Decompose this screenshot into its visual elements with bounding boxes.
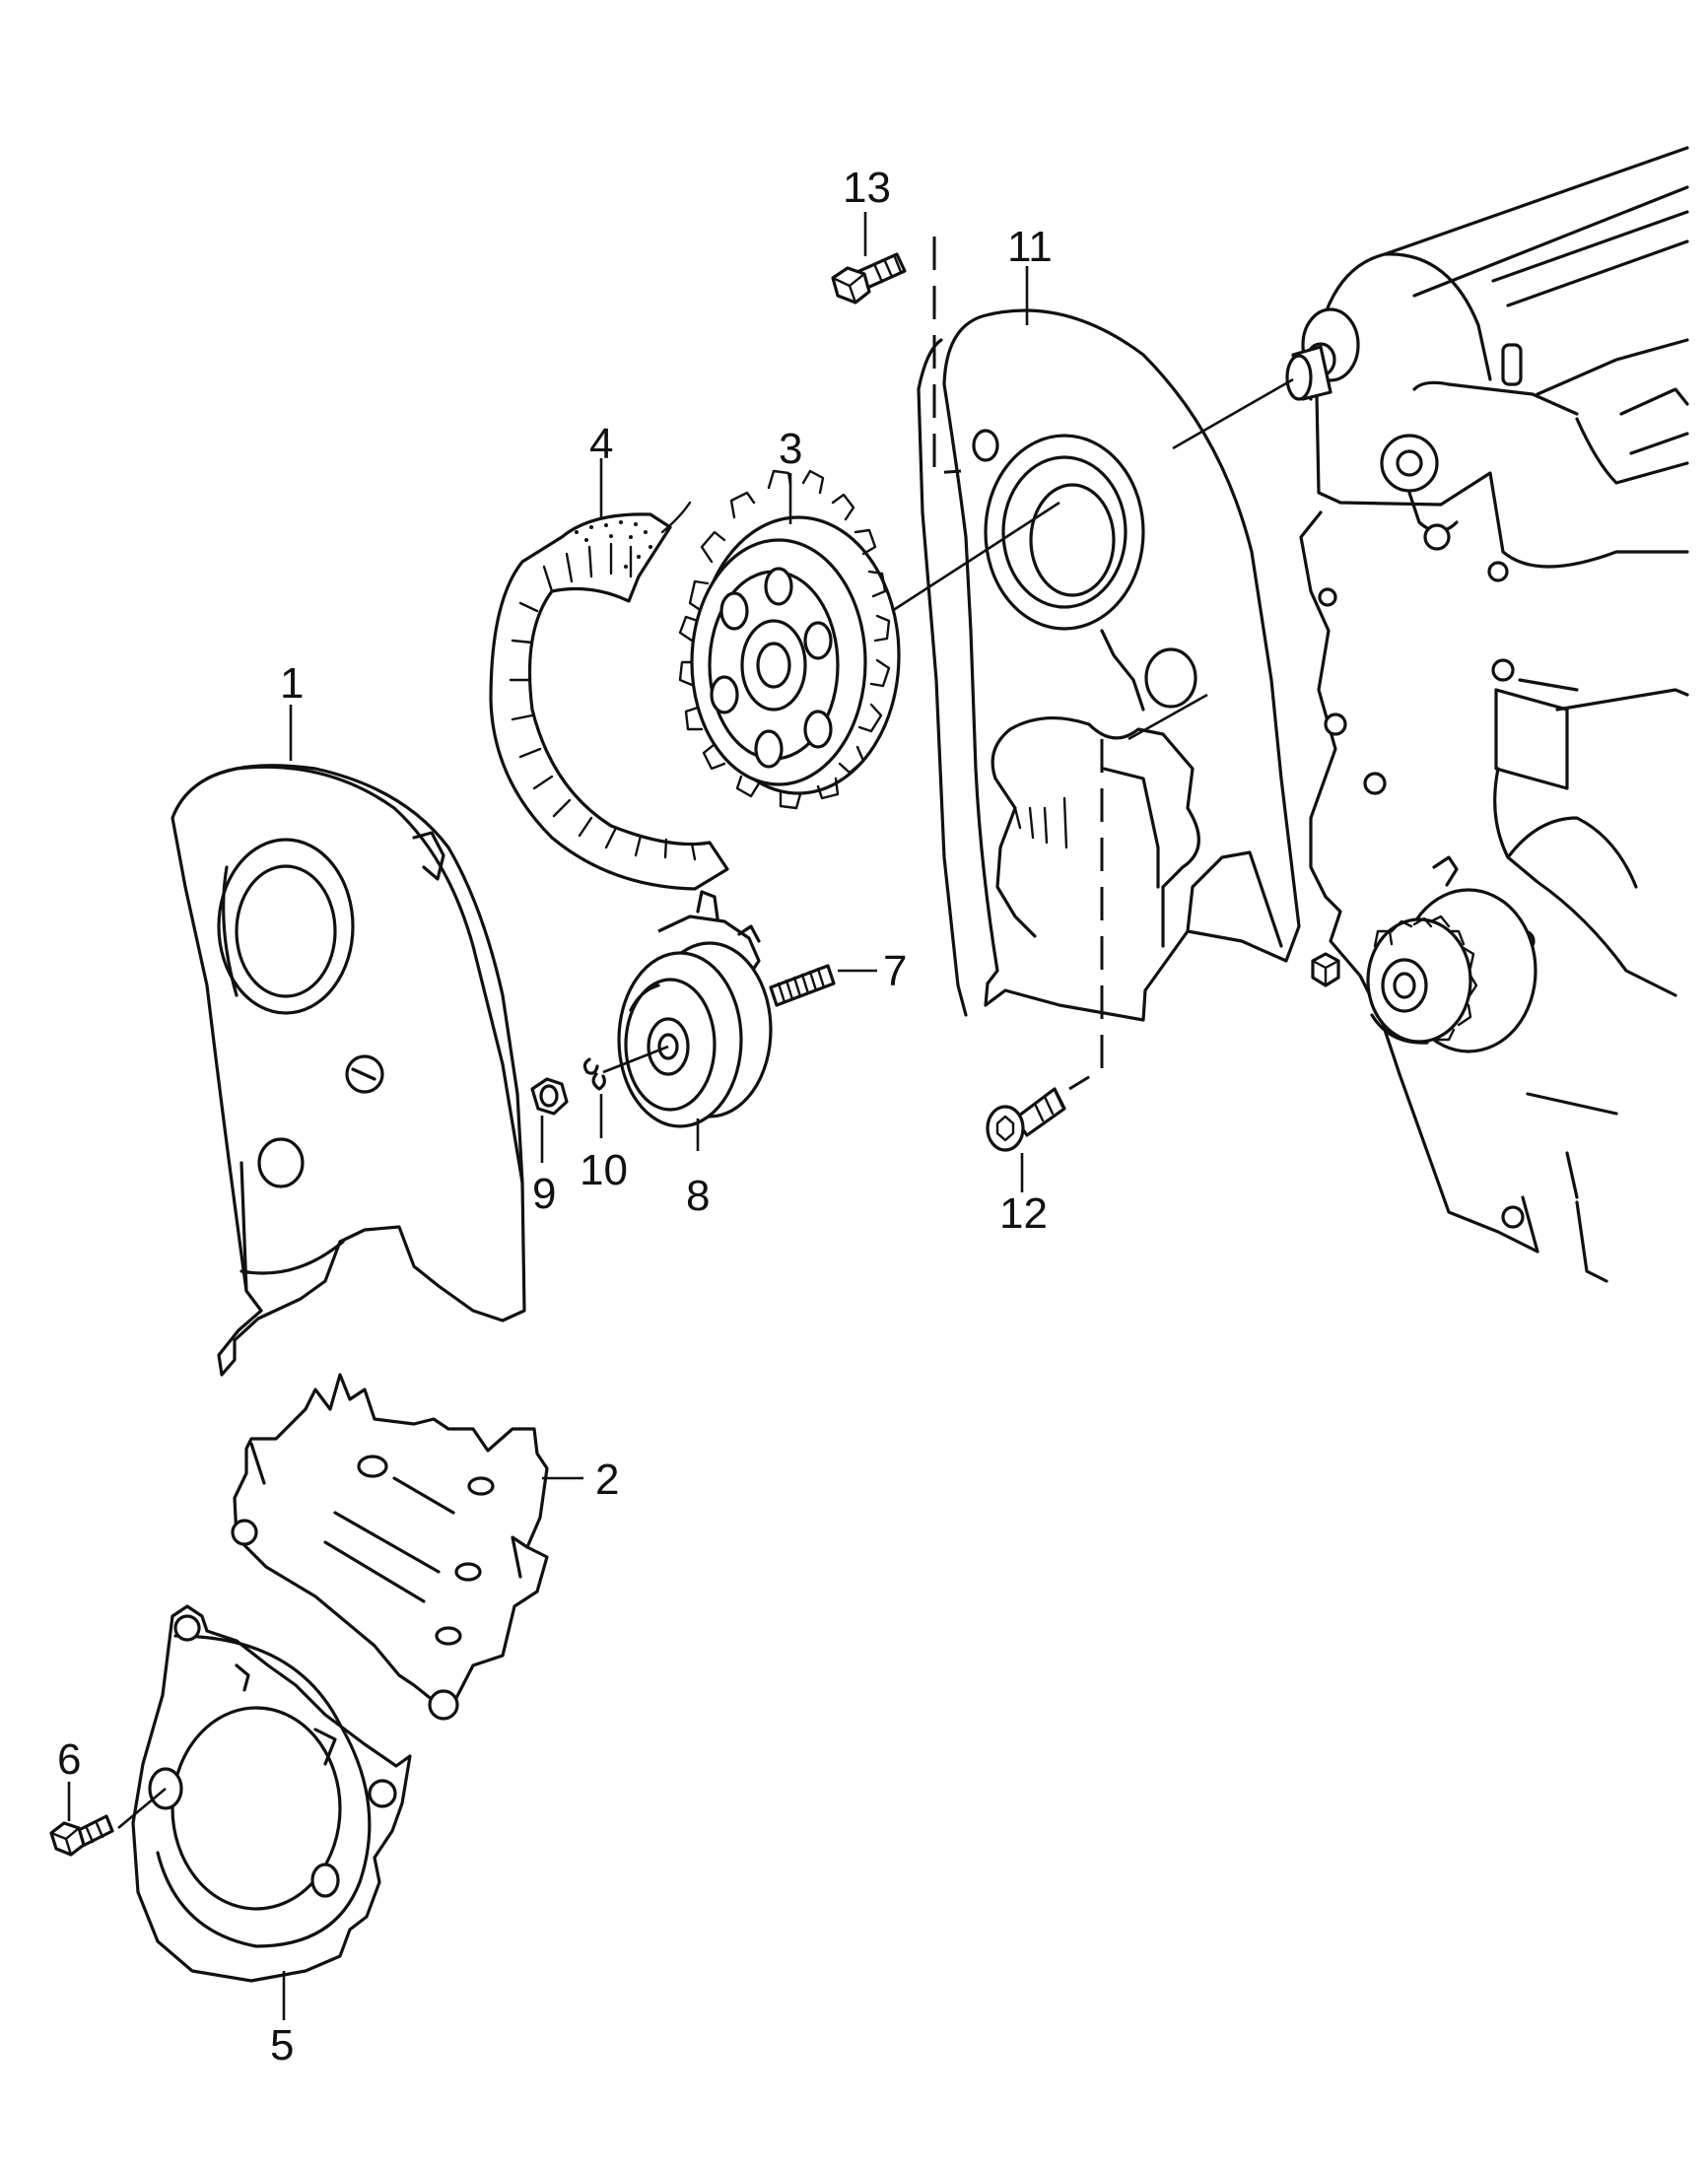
callout-12: 12: [999, 1189, 1048, 1238]
assembly-lines: [117, 237, 1294, 1829]
callout-9: 9: [532, 1170, 556, 1218]
callout-13: 13: [843, 164, 891, 212]
flange-bolt: [49, 1814, 114, 1857]
callout-6: 6: [57, 1735, 81, 1784]
callout-11: 11: [1007, 223, 1053, 271]
toothed-belt: [489, 501, 729, 891]
camshaft-end: [1285, 345, 1332, 401]
callout-3: 3: [779, 425, 802, 473]
tensioner-roller: [617, 890, 773, 1128]
clip: [582, 1057, 606, 1091]
rear-timing-belt-guard: [917, 308, 1301, 1022]
callout-2: 2: [595, 1456, 619, 1504]
callout-leaders: [67, 212, 1029, 2020]
callout-5: 5: [270, 2021, 294, 2069]
callout-1: 1: [280, 659, 304, 708]
socket-head-screw: [986, 1087, 1066, 1152]
coolant-pump-gear: [1366, 855, 1537, 1053]
upper-timing-belt-guard: [171, 764, 526, 1377]
block-nut: [1311, 952, 1340, 987]
nut: [530, 1077, 569, 1116]
callout-7: 7: [883, 947, 907, 995]
callout-4: 4: [589, 420, 613, 468]
callout-labels: 1 2 3 4 5 6 7 8 9 10 11 12 13: [57, 164, 1053, 2069]
stud: [769, 964, 836, 1007]
lower-cover-plate: [131, 1604, 412, 1983]
camshaft-sprocket: [678, 469, 901, 810]
callout-10: 10: [580, 1146, 628, 1194]
hex-bolt: [831, 252, 907, 305]
engine-block: [1299, 146, 1689, 1283]
callout-8: 8: [686, 1172, 710, 1220]
lower-inner-cover: [231, 1373, 549, 1721]
